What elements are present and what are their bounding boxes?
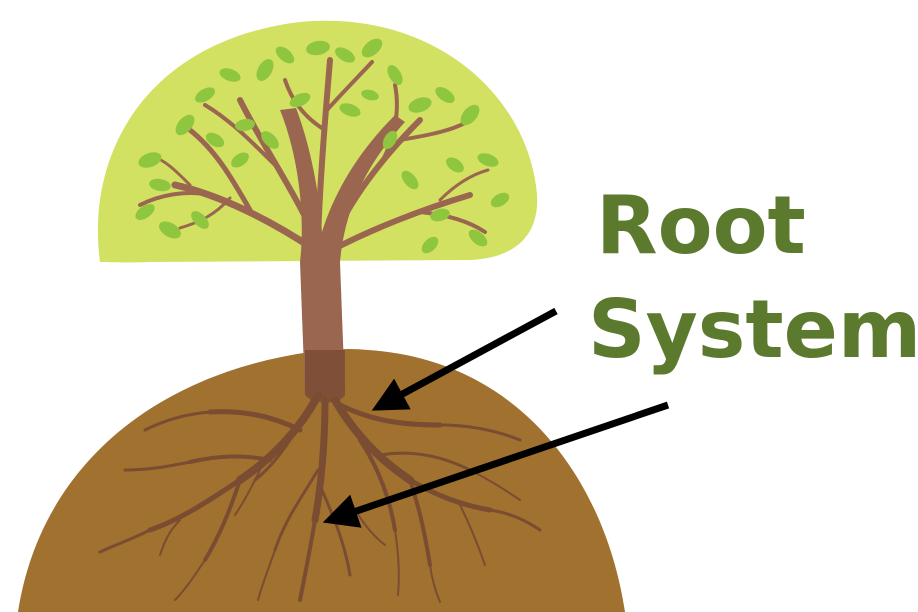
trunk-base [305, 350, 345, 403]
label-system: System [588, 290, 918, 370]
label-root: Root [596, 186, 806, 266]
